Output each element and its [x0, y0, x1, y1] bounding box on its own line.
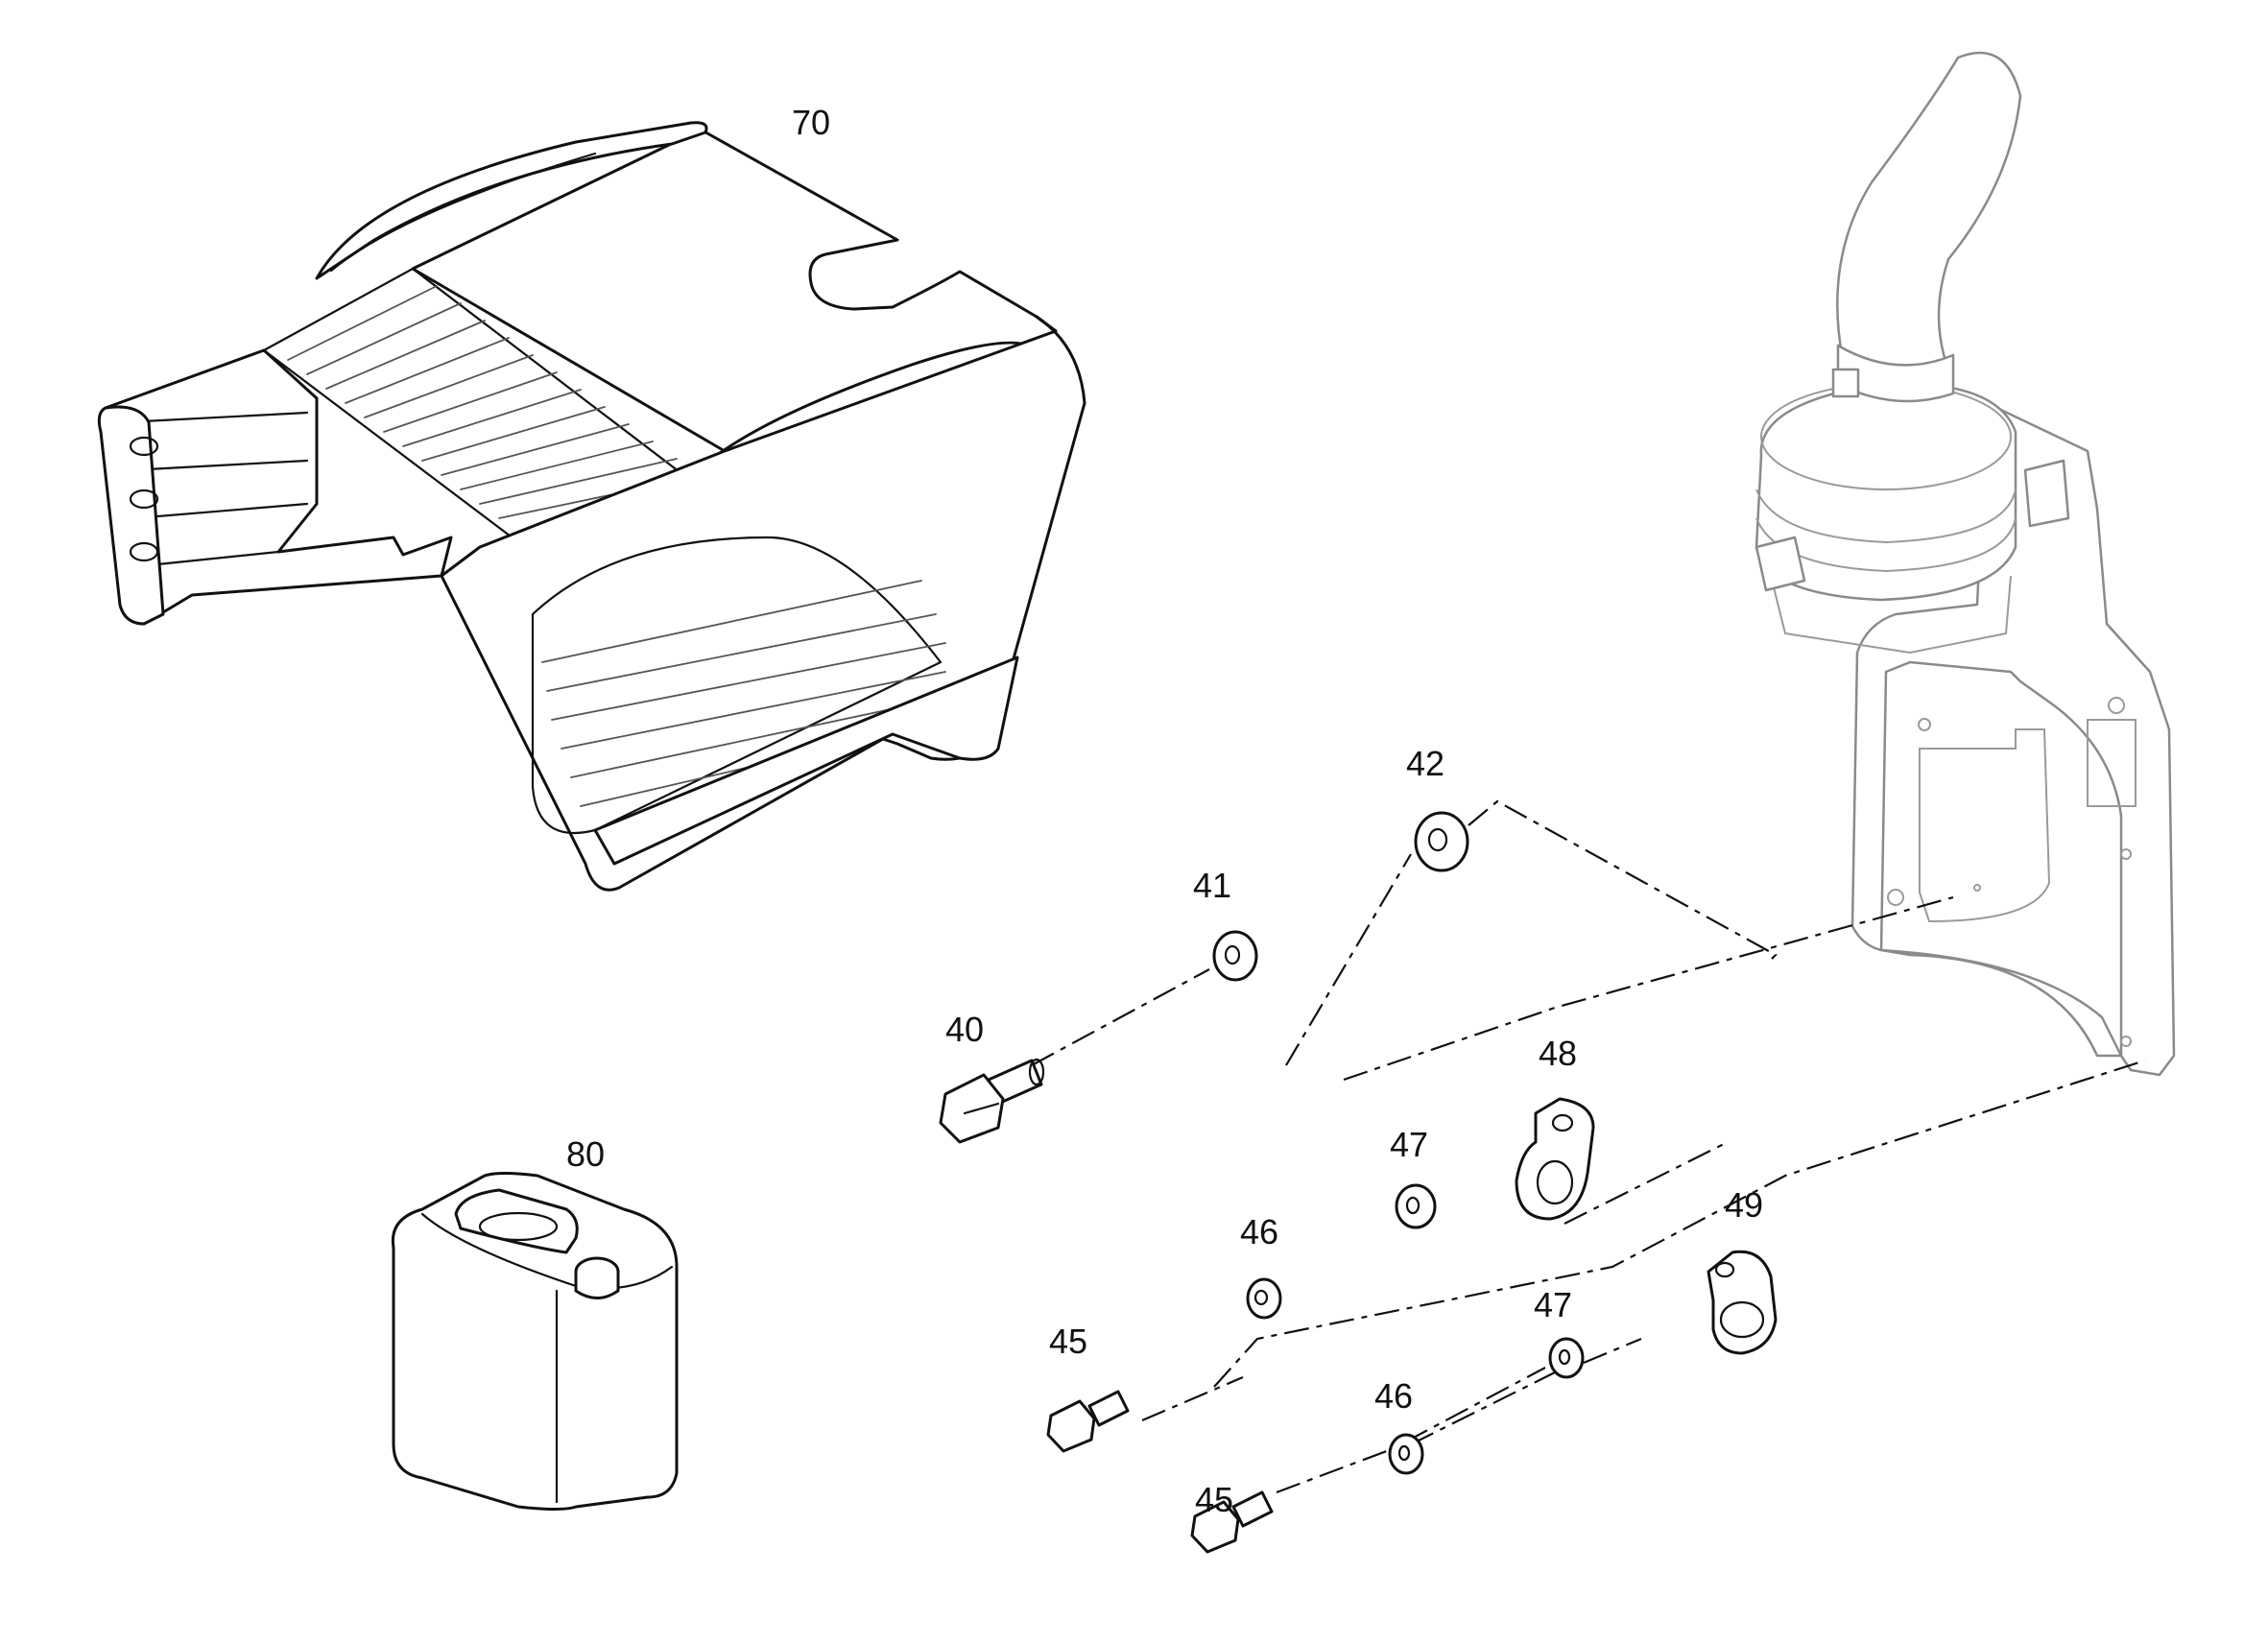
part-80-canister: [391, 1172, 679, 1511]
part-41-washer: [1212, 930, 1258, 982]
callout-labels: 70 42 41 40 48 80 47 46 49 45 47 46 45: [566, 103, 1763, 1519]
part-45-bolt-lower: [1190, 1490, 1274, 1554]
callout-49: 49: [1725, 1185, 1763, 1225]
part-49-clamp: [1707, 1250, 1778, 1355]
callout-45-upper: 45: [1049, 1322, 1087, 1361]
part-47-washer-lower: [1548, 1337, 1585, 1379]
part-48-clamp: [1515, 1097, 1595, 1221]
part-42-washer: [1414, 811, 1469, 872]
callout-46-lower: 46: [1374, 1376, 1413, 1416]
part-40-bolt: [939, 1058, 1045, 1144]
callout-40: 40: [945, 1010, 984, 1049]
callout-42: 42: [1406, 744, 1444, 783]
part-46-washer-upper: [1246, 1277, 1282, 1320]
part-45-bolt-upper: [1046, 1390, 1130, 1453]
callout-41: 41: [1193, 866, 1231, 905]
mounting-frame-assembly: [1755, 51, 2176, 1077]
part-46-washer-lower: [1388, 1433, 1424, 1475]
callout-47-lower: 47: [1534, 1285, 1572, 1324]
part-70-hood: [97, 121, 1086, 892]
callout-80: 80: [566, 1134, 605, 1174]
callout-48: 48: [1539, 1034, 1577, 1073]
part-47-washer-upper: [1395, 1183, 1437, 1229]
callout-70: 70: [792, 103, 830, 142]
leader-lines: [1031, 799, 2146, 1494]
callout-45-lower: 45: [1195, 1480, 1233, 1519]
callout-46-upper: 46: [1240, 1212, 1278, 1251]
callout-47-upper: 47: [1390, 1125, 1428, 1164]
